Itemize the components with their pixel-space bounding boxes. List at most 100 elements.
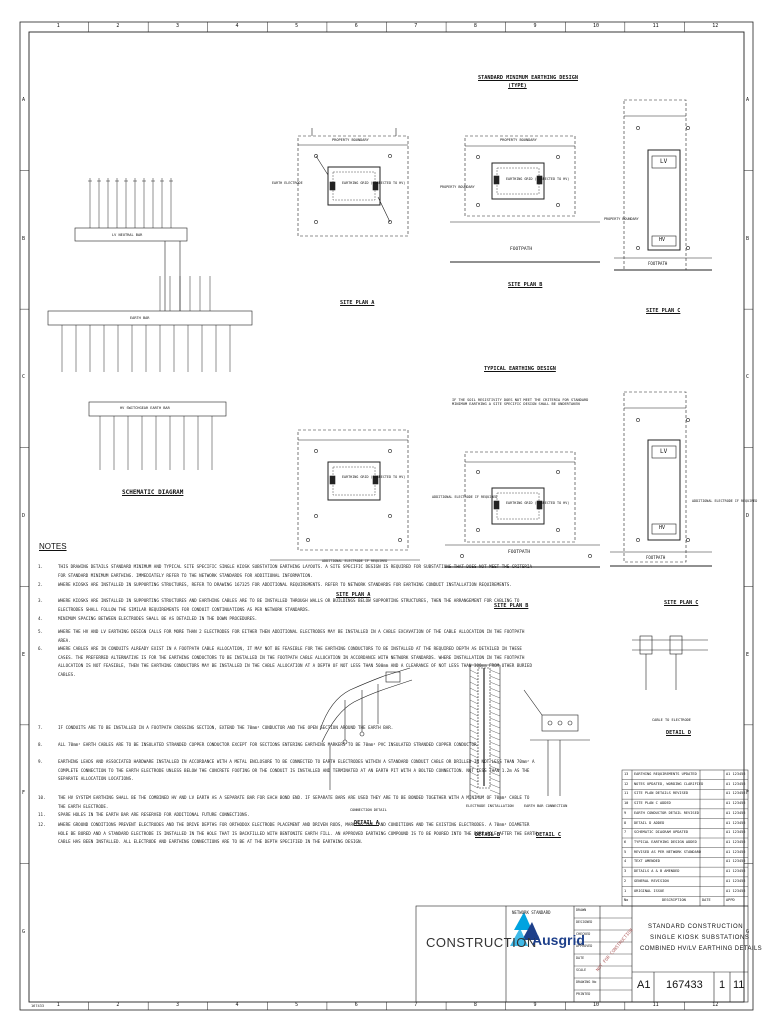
note-number: 8.	[38, 742, 44, 747]
revision-cell: NOTES UPDATED, WORDING CLARIFIED	[634, 781, 704, 786]
note-item: 12. WHERE GROUND CONDITIONS PREVENT ELECT…	[38, 821, 538, 847]
revision-cell: A1 123456	[726, 772, 746, 776]
detail-b-label: DETAIL B	[475, 832, 500, 838]
grid-column-label: 6	[354, 23, 358, 29]
note-number: 12.	[38, 822, 46, 827]
sheet-size: A1	[637, 979, 651, 991]
grid-column-label: 6	[354, 1002, 358, 1008]
grid-column-label: 12	[712, 23, 719, 29]
note-number: 10.	[38, 795, 46, 800]
heading-typical: TYPICAL EARTHING DESIGN	[484, 366, 556, 372]
revision-cell: A1 123456	[726, 810, 746, 815]
title-block-field: APPROVED	[576, 944, 593, 948]
grid-row-label: C	[22, 374, 26, 381]
note-item: 11.SPARE HOLES IN THE EARTH BAR ARE RESE…	[38, 811, 538, 820]
note-item: 8.ALL 70mm² EARTH CABLES ARE TO BE INSUL…	[38, 741, 538, 750]
property-label-c: PROPERTY BOUNDARY	[604, 217, 639, 221]
note-number: 3.	[38, 598, 44, 603]
hatch-line	[469, 669, 479, 675]
ausgrid-logo	[510, 912, 540, 946]
schematic-earth-bar-label: EARTH BAR	[130, 316, 150, 320]
site-plan-c-bottom-label: SITE PLAN C	[664, 600, 699, 606]
revision-cell: 12	[624, 781, 629, 786]
note-number: 1.	[38, 564, 44, 569]
revision-row: 13 EARTHING REQUIREMENTS UPDATED A1 123456	[622, 770, 748, 779]
notes-title: NOTES	[39, 542, 67, 551]
note-text: WHERE KIOSKS ARE INSTALLED IN SUPPORTING…	[58, 598, 520, 612]
hatch-line	[489, 687, 501, 693]
footpath-label-b2: FOOTPATH	[508, 550, 531, 555]
site-plan-c-top-label: SITE PLAN C	[646, 308, 681, 314]
title-block	[415, 905, 749, 1003]
note-item: 6.WHERE CABLES ARE IN CONDUITS ALREADY E…	[38, 645, 538, 679]
revision-cell: 7	[624, 830, 627, 835]
revision-cell: SITE PLAN C ADDED	[634, 801, 671, 806]
grid-column-label: 8	[473, 1002, 477, 1008]
revision-cell: 2	[624, 878, 627, 883]
detail-d-caption: CABLE TO ELECTRODE	[652, 718, 691, 722]
hatch-line	[489, 771, 501, 777]
revision-cell: 13	[624, 772, 629, 776]
revision-cell: TEXT AMENDED	[634, 859, 660, 864]
revision-row: 3 DETAILS A & B AMENDED A1 123456	[622, 867, 748, 876]
title-line-3: COMBINED HV/LV EARTHING DETAILS	[640, 946, 763, 952]
property-label-b: PROPERTY BOUNDARY	[440, 185, 475, 189]
note-text: IF CONDUITS ARE TO BE INSTALLED IN A FOO…	[58, 725, 394, 730]
revision-cell: EARTH CONDUCTOR DETAIL REVISED	[634, 810, 699, 815]
note-text: WHERE GROUND CONDITIONS PREVENT ELECTROD…	[58, 822, 538, 845]
hatch-line	[489, 681, 501, 687]
revision-cell: A1 123456	[726, 781, 746, 786]
revision-cell: DETAILS A & B AMENDED	[634, 869, 680, 874]
note-number: 4.	[38, 616, 44, 621]
hatch-line	[489, 693, 501, 699]
revision-cell: EARTHING REQUIREMENTS UPDATED	[634, 772, 697, 776]
note-number: 5.	[38, 629, 44, 634]
revision-cell: A1 123456	[726, 878, 746, 883]
hatch-line	[469, 747, 479, 753]
grid-row-label: A	[746, 97, 750, 104]
lv-label-top: LV	[660, 158, 668, 165]
revision-cell: A1 123456	[726, 859, 746, 864]
grid-row-label: G	[22, 928, 26, 935]
site-plan-a-top	[297, 128, 409, 237]
hatch-line	[469, 765, 479, 771]
revision-cell: 3	[624, 869, 627, 874]
note-number: 2.	[38, 582, 44, 587]
title-line-1: STANDARD CONSTRUCTION	[648, 924, 744, 930]
hatch-line	[489, 699, 501, 705]
revision-header-cell: DATE	[702, 898, 711, 903]
revision-cell: A1 123456	[726, 869, 746, 874]
hatch-line	[489, 747, 501, 753]
grid-row-label: A	[22, 97, 26, 104]
grid-column-label: 5	[295, 1002, 299, 1008]
revision-cell: DETAIL D ADDED	[634, 820, 665, 825]
grid-column-label: 10	[593, 23, 600, 29]
revision-cell: TYPICAL EARTHING DESIGN ADDED	[634, 840, 697, 844]
note-item: 7.IF CONDUITS ARE TO BE INSTALLED IN A F…	[38, 724, 538, 733]
note-text: WHERE CABLES ARE IN CONDUITS ALREADY EXI…	[58, 646, 532, 677]
grid-column-label: 8	[473, 23, 477, 29]
footer-file: 167433	[31, 1004, 44, 1008]
additional-label-c: ADDITIONAL ELECTRODE IF REQUIRED	[692, 499, 758, 503]
revision-cell: 5	[624, 849, 627, 854]
grid-column-label: 4	[235, 23, 239, 29]
revision-cell: 6	[624, 840, 627, 844]
grid-column-label: 9	[533, 1002, 537, 1008]
grid-column-label: 1	[56, 1002, 60, 1008]
boundary-label-a: PROPERTY BOUNDARY	[332, 138, 369, 142]
grid-label-a: EARTHING GRID (CONNECTED TO HV)	[342, 181, 406, 185]
hatch-line	[489, 675, 501, 681]
note-text: THIS DRAWING DETAILS STANDARD MINIMUM AN…	[58, 564, 532, 578]
hv-label-bottom: HV	[659, 525, 666, 531]
hatch-line	[489, 735, 501, 741]
hatch-line	[489, 765, 501, 771]
revision-cell: A1 123456	[726, 820, 746, 825]
lv-label-bottom: LV	[660, 448, 668, 455]
